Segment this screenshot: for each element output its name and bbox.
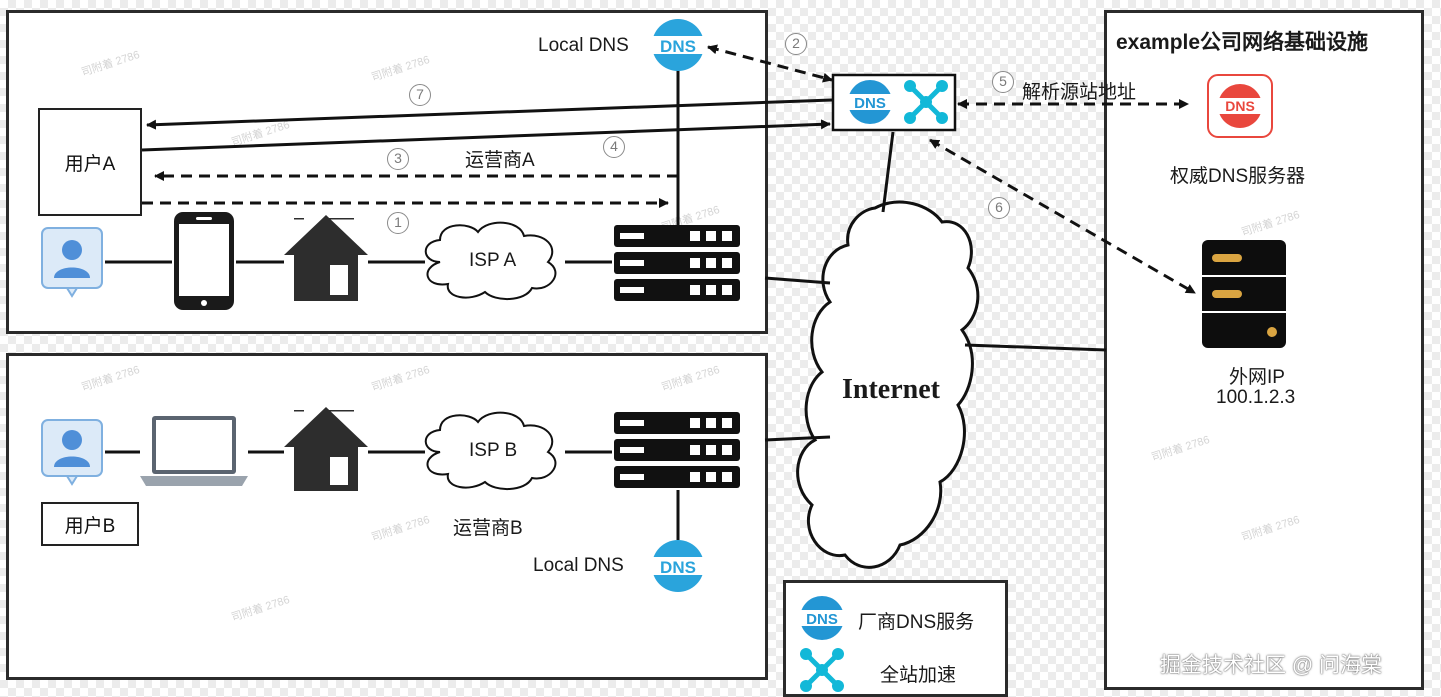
server-rack-icon (614, 412, 740, 488)
link-internet-company (964, 343, 1107, 352)
user-b-box: 用户B (41, 502, 139, 546)
isp-a-label: ISP A (469, 250, 517, 271)
step-badge-3: 3 (387, 148, 409, 170)
home-icon (284, 407, 368, 491)
svg-text:DNS: DNS (854, 95, 886, 112)
svg-text:DNS: DNS (660, 558, 696, 577)
link-cdn-internet (881, 131, 895, 213)
step-badge-4: 4 (603, 136, 625, 158)
svg-text:DNS: DNS (660, 37, 696, 56)
user-b-label: 用户B (64, 515, 116, 537)
isp-b-cloud (424, 411, 557, 490)
step-badge-7: 7 (409, 84, 431, 106)
origin-server-icon (1202, 240, 1286, 348)
authoritative-dns-icon: DNS (1207, 74, 1273, 138)
link-server-a-internet (764, 276, 831, 285)
local-dns-icon: DNS (651, 19, 705, 71)
local-dns-b-label: Local DNS (533, 555, 624, 576)
svg-text:DNS: DNS (806, 611, 838, 628)
arrow-step-2 (707, 44, 833, 83)
carrier-b-label: 运营商B (453, 518, 523, 539)
legend-acceleration-icon (800, 648, 844, 692)
local-dns-a-label: Local DNS (538, 35, 629, 56)
step-badge-1: 1 (387, 212, 409, 234)
person-icon (41, 419, 103, 486)
resolve-origin-label: 解析源站地址 (1022, 82, 1137, 103)
person-icon (41, 227, 103, 298)
isp-a-cloud (424, 221, 557, 300)
laptop-icon (140, 416, 248, 486)
step-badge-5: 5 (992, 71, 1014, 93)
watermark-credit: 掘金技术社区 @ 问海棠 (1160, 654, 1382, 677)
server-rack-icon (614, 225, 740, 301)
home-icon (284, 215, 368, 301)
arrow-step-7 (146, 98, 833, 130)
arrow-step-6 (929, 138, 1196, 295)
svg-text:DNS: DNS (1225, 98, 1255, 114)
link-server-b-internet (764, 435, 831, 442)
smartphone-icon (174, 212, 234, 310)
arrow-step-4 (141, 119, 831, 152)
user-a-label: 用户A (64, 153, 116, 175)
step-badge-6: 6 (988, 197, 1010, 219)
step-badge-2: 2 (785, 33, 807, 55)
dns-globe-icon: DNS (847, 80, 893, 124)
legend-acceleration-label: 全站加速 (880, 665, 957, 686)
legend-dns-icon: DNS (799, 596, 845, 640)
legend-dns-label: 厂商DNS服务 (858, 612, 975, 633)
isp-b-label: ISP B (469, 440, 518, 461)
user-a-box: 用户A (38, 108, 142, 216)
origin-server-ip: 100.1.2.3 (1216, 387, 1296, 408)
authoritative-dns-label: 权威DNS服务器 (1170, 166, 1306, 187)
company-panel-title: example公司网络基础设施 (1116, 31, 1369, 54)
origin-server-label: 外网IP (1229, 367, 1285, 388)
carrier-a-label: 运营商A (465, 150, 535, 171)
acceleration-icon (904, 80, 948, 124)
local-dns-icon: DNS (651, 540, 705, 592)
internet-label: Internet (842, 374, 940, 405)
